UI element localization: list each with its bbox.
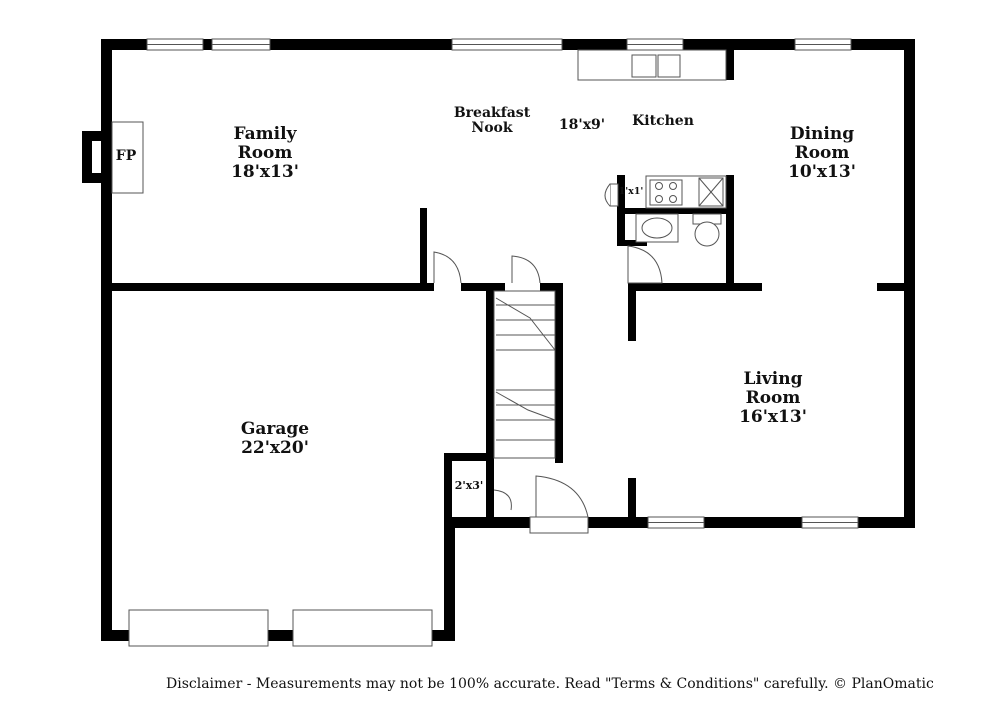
dining-room-name-2: Room bbox=[794, 143, 850, 163]
living-room-name-1: Living bbox=[743, 369, 803, 389]
closet-size: 2'x3' bbox=[454, 479, 484, 492]
family-room-name-1: Family bbox=[233, 124, 297, 144]
family-room-name-2: Room bbox=[237, 143, 293, 163]
garage-size: 22'x20' bbox=[241, 438, 309, 458]
kitchen-size-text: 18'x9' bbox=[558, 117, 606, 133]
kitchen-label: Kitchen bbox=[622, 112, 704, 131]
dining-room-size: 10'x13' bbox=[788, 162, 856, 182]
fireplace-box bbox=[111, 121, 144, 194]
fireplace-label: FP bbox=[108, 147, 144, 166]
breakfast-nook-name-1: Breakfast bbox=[453, 105, 531, 121]
windows bbox=[146, 38, 859, 529]
pantry-size: 1'x1' bbox=[618, 186, 644, 197]
living-room-name-2: Room bbox=[745, 388, 801, 408]
pantry-label: 1'x1' bbox=[615, 185, 647, 199]
living-room-size: 16'x13' bbox=[739, 407, 807, 427]
disclaimer-text: Disclaimer - Measurements may not be 100… bbox=[166, 676, 934, 692]
breakfast-nook-label: Breakfast Nook bbox=[442, 106, 542, 136]
breakfast-nook-name-2: Nook bbox=[471, 120, 513, 136]
family-room-size: 18'x13' bbox=[231, 162, 299, 182]
garage-doors bbox=[128, 609, 433, 647]
kitchen-size-label: 18'x9' bbox=[542, 116, 622, 135]
garage-name: Garage bbox=[240, 419, 310, 439]
staircase bbox=[493, 290, 556, 459]
closet-label: 2'x3' bbox=[449, 479, 489, 493]
family-room-label: Family Room 18'x13' bbox=[205, 125, 325, 182]
kitchen-counter bbox=[577, 49, 727, 209]
garage-label: Garage 22'x20' bbox=[215, 420, 335, 458]
dining-room-label: Dining Room 10'x13' bbox=[762, 125, 882, 182]
door-swings bbox=[433, 251, 589, 534]
interior-walls bbox=[101, 50, 915, 528]
fireplace-text: FP bbox=[115, 148, 137, 164]
living-room-label: Living Room 16'x13' bbox=[713, 370, 833, 427]
bathroom-fixtures bbox=[627, 213, 722, 284]
dining-room-name-1: Dining bbox=[789, 124, 855, 144]
kitchen-name: Kitchen bbox=[632, 113, 694, 129]
